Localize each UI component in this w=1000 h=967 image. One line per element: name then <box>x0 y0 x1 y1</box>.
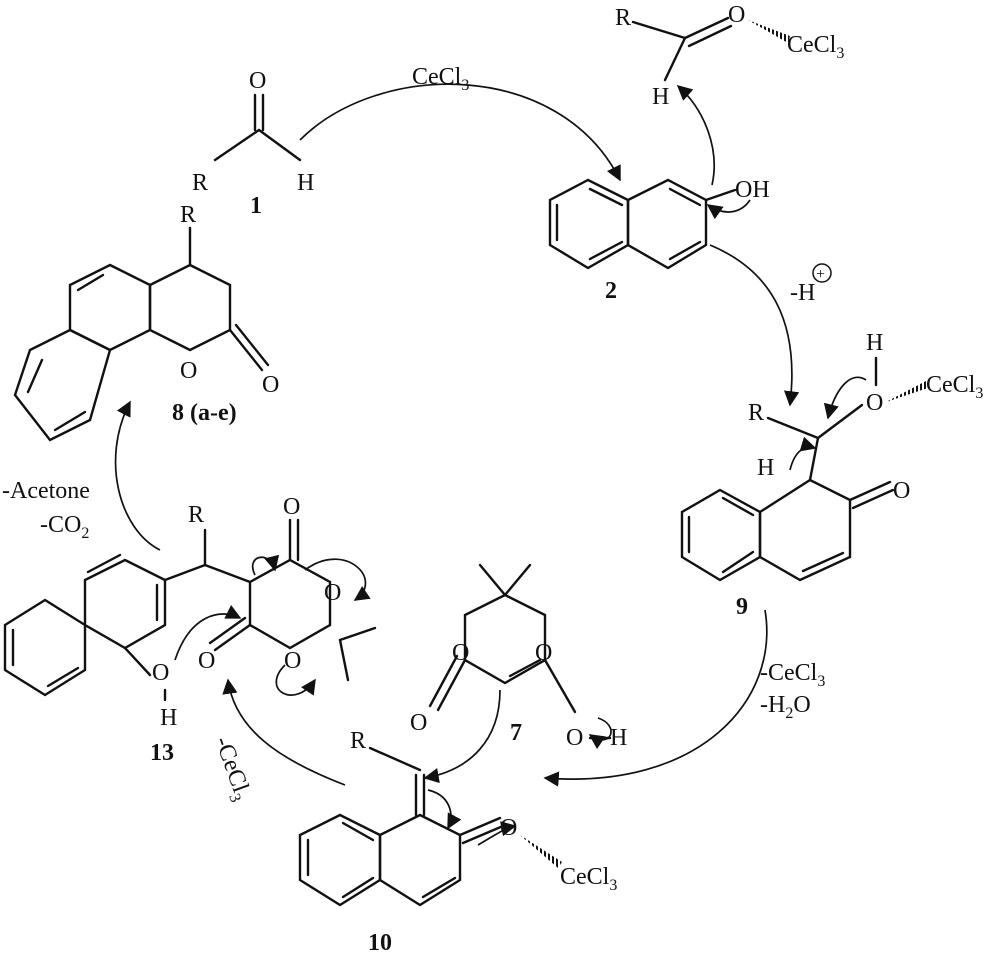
reagent-co2-label: -CO2 <box>40 512 89 542</box>
atom-o: O <box>866 390 883 416</box>
charge-plus: + <box>816 266 825 283</box>
compound-1-structure: O R H 1 <box>192 68 314 219</box>
atom-r: R <box>188 502 204 528</box>
atom-r: R <box>748 400 764 426</box>
product-8-number: 8 (a-e) <box>172 400 237 426</box>
proton-arrow <box>789 436 817 471</box>
catalysis-arrow <box>299 83 621 182</box>
reagent-minus-h-label: -H <box>790 280 815 306</box>
atom-o: O <box>198 648 215 674</box>
atom-oh: OH <box>735 177 770 203</box>
compound-1-number: 1 <box>250 193 262 219</box>
atom-o: O <box>180 358 197 384</box>
atom-h: H <box>610 725 627 751</box>
atom-o: O <box>728 2 745 28</box>
electron-push-arrow <box>427 789 462 830</box>
reagent-cecl3-label: CeCl3 <box>412 64 469 94</box>
compound-10-number: 10 <box>368 930 392 956</box>
compound-13-number: 13 <box>150 740 174 766</box>
reagent-acetone-label: -Acetone <box>2 478 90 504</box>
compound-9-number: 9 <box>736 594 748 620</box>
compound-7-structure: O O O O H 7 <box>410 563 627 751</box>
cecl3-ligand: CeCl3 <box>787 32 844 62</box>
product-8-structure: R O O 8 (a-e) <box>13 202 279 442</box>
cecl3-ligand: CeCl3 <box>560 864 617 894</box>
cyclization-arrow <box>174 605 242 661</box>
atom-o: O <box>566 725 583 751</box>
atom-h: H <box>297 170 314 196</box>
atom-o: O <box>262 372 279 398</box>
atom-h: H <box>866 330 883 356</box>
lone-pair-arrow <box>706 199 751 220</box>
electron-push-arrow <box>477 821 517 846</box>
compound-9-structure: R H O CeCl3 H O 9 <box>680 330 983 620</box>
atom-o: O <box>893 478 910 504</box>
atom-o: O <box>249 68 266 94</box>
compound-13-structure: O H R O O O O 13 <box>3 494 377 766</box>
atom-r: R <box>350 728 366 754</box>
cecl3-ligand: CeCl3 <box>926 372 983 402</box>
atom-r: R <box>192 170 208 196</box>
atom-o: O <box>535 640 552 666</box>
proton-transfer-arrow <box>823 376 867 420</box>
atom-h: H <box>652 84 669 110</box>
atom-r: R <box>180 202 196 228</box>
reagent-cecl3-line: -CeCl3 <box>760 660 825 690</box>
compound-2-structure: OH 2 <box>548 177 770 304</box>
demetalation-arrow <box>222 678 346 786</box>
curly-arrow <box>275 664 316 696</box>
atom-h: H <box>160 705 177 731</box>
positive-charge-icon <box>812 263 832 283</box>
deprotonation-arrow <box>709 244 800 407</box>
compound-10-structure: R O CeCl3 10 <box>298 728 617 956</box>
atom-o: O <box>324 580 341 606</box>
compound-7-number: 7 <box>510 720 522 746</box>
dehydration-arrow <box>543 609 768 787</box>
compound-2-number: 2 <box>605 278 617 304</box>
enol-arrow <box>588 717 612 750</box>
atom-o: O <box>284 648 301 674</box>
curly-arrow <box>252 554 280 576</box>
reagent-cecl3-rotated: -CeCl3 <box>206 733 257 805</box>
nucleophilic-attack-arrow <box>676 84 715 186</box>
elimination-arrow <box>114 400 161 551</box>
curly-arrow <box>304 558 371 601</box>
atom-o: O <box>283 494 300 520</box>
atom-o: O <box>410 710 427 736</box>
reagent-h2o-line: -H2O <box>760 692 811 722</box>
atom-o: O <box>152 660 169 686</box>
activated-aldehyde-structure: R O CeCl3 H <box>615 2 844 110</box>
atom-r: R <box>615 5 631 31</box>
michael-addition-arrow <box>423 689 501 784</box>
atom-h: H <box>757 455 774 481</box>
